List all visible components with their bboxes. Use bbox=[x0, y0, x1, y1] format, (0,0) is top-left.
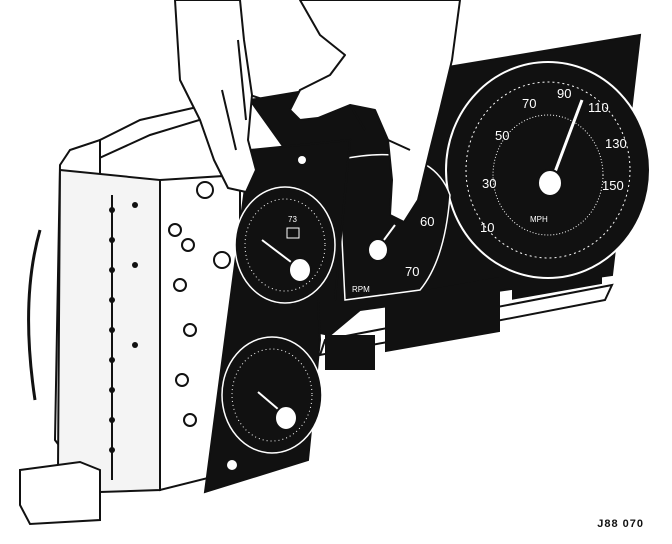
speedometer-mark-30: 30 bbox=[482, 176, 496, 191]
speedometer-needle bbox=[550, 99, 584, 181]
lower-gauge-hub bbox=[274, 405, 298, 431]
figure-code: J88 070 bbox=[597, 518, 644, 530]
warning-lamp-window-1 bbox=[385, 276, 500, 353]
speedometer-mark-110: 110 bbox=[588, 100, 609, 115]
tachometer-unit: RPM bbox=[352, 285, 370, 294]
speedometer-mark-10: 10 bbox=[480, 220, 494, 235]
speedometer-hub bbox=[537, 169, 563, 197]
speedometer-mark-70: 70 bbox=[522, 96, 536, 111]
speedometer-mark-50: 50 bbox=[495, 128, 509, 143]
left-hand bbox=[174, 0, 257, 193]
lower-gauge bbox=[221, 336, 323, 454]
speedometer-mark-130: 130 bbox=[605, 136, 627, 151]
upper-gauge-hub bbox=[288, 257, 312, 283]
tachometer: 60 70 RPM bbox=[337, 153, 451, 301]
hands bbox=[174, 0, 461, 223]
speedometer-unit: MPH bbox=[530, 215, 548, 224]
speedometer: 70 90 110 130 150 50 30 10 MPH bbox=[445, 61, 651, 279]
board-holes bbox=[168, 181, 231, 427]
speedometer-mark-90: 90 bbox=[557, 86, 571, 101]
panel-fixing-hole-bottom bbox=[227, 460, 237, 470]
small-gauge-panel: 73 bbox=[203, 138, 352, 494]
upper-gauge-mark: 73 bbox=[288, 215, 297, 224]
right-hand bbox=[289, 0, 461, 223]
housing-holes bbox=[109, 202, 138, 453]
upper-gauge bbox=[234, 186, 336, 304]
tachometer-mark-70: 70 bbox=[405, 264, 419, 279]
tachometer-hub bbox=[367, 238, 389, 262]
panel-fixing-hole-top bbox=[298, 156, 306, 164]
tachometer-mark-60: 60 bbox=[420, 214, 434, 229]
speedometer-mark-150: 150 bbox=[602, 178, 624, 193]
warning-lamp-window-3 bbox=[325, 335, 375, 370]
ribbon-cable bbox=[27, 229, 42, 401]
